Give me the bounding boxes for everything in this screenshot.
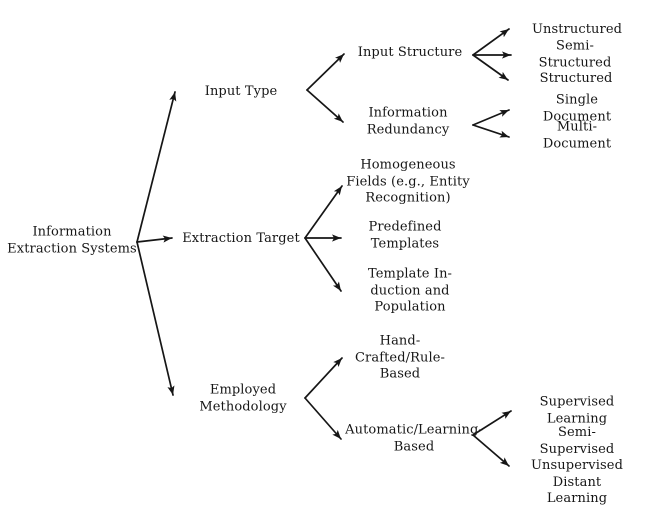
edge-extraction-target-template-induction xyxy=(304,237,342,292)
node-template-induction: Template In- duction and Population xyxy=(367,266,453,315)
edge-root-input-type xyxy=(136,91,177,243)
node-homogeneous-fields: Homogeneous Fields (e.g., Entity Recogni… xyxy=(346,157,470,206)
edge-extraction-target-homogeneous-fields xyxy=(304,185,343,239)
edge-information-redundancy-single-document xyxy=(472,109,510,126)
edge-automatic-learning-supervised-learning xyxy=(472,410,512,436)
node-supervised-learning: Supervised Learning xyxy=(539,394,615,427)
edge-input-structure-unstructured xyxy=(472,28,510,56)
edge-automatic-learning-semi-supervised xyxy=(472,434,510,467)
node-automatic-learning-based: Automatic/Learning- Based xyxy=(345,422,483,455)
node-single-document: Single Document xyxy=(542,92,612,125)
edge-input-type-information-redundancy xyxy=(306,89,344,123)
edge-input-type-input-structure xyxy=(306,53,345,91)
edge-input-structure-structured xyxy=(472,54,509,81)
node-extraction-target: Extraction Target xyxy=(182,230,300,246)
node-information-redundancy: Information Redundancy xyxy=(366,105,450,138)
node-structured: Structured xyxy=(539,70,613,86)
node-unstructured: Unstructured xyxy=(531,21,623,37)
node-semi-supervised-unsupervised-distant: Semi-Supervised Unsupervised Distant Lea… xyxy=(531,424,623,506)
node-hand-crafted-rule-based: Hand- Crafted/Rule- Based xyxy=(354,333,446,382)
edge-employed-methodology-hand-crafted xyxy=(304,357,343,399)
node-information-extraction-systems: Information Extraction Systems xyxy=(7,224,137,257)
edge-employed-methodology-automatic-learning xyxy=(304,397,342,440)
node-input-type: Input Type xyxy=(204,83,278,99)
node-input-structure: Input Structure xyxy=(357,44,463,60)
node-employed-methodology: Employed Methodology xyxy=(199,382,287,415)
node-semi-structured: Semi-Structured xyxy=(538,38,612,71)
node-predefined-templates: Predefined Templates xyxy=(368,219,442,252)
edge-root-employed-methodology xyxy=(136,241,175,396)
node-multi-document: Multi-Document xyxy=(542,119,612,152)
edge-information-redundancy-multi-document xyxy=(472,124,510,138)
edge-root-extraction-target xyxy=(136,235,173,243)
